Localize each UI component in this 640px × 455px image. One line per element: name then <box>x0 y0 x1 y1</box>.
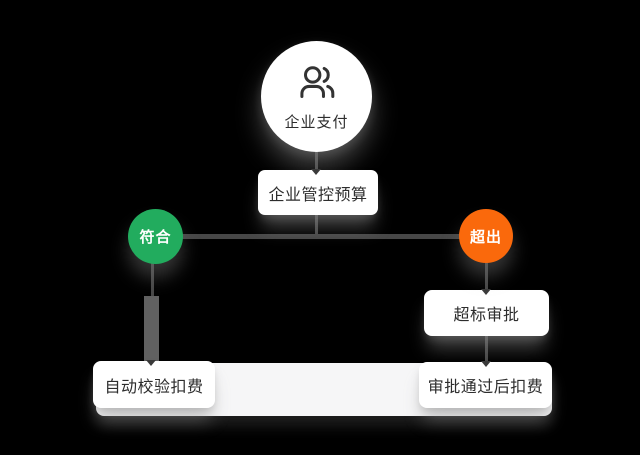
deduct-after-approval-node: 审批通过后扣费 <box>419 362 552 408</box>
over-limit-approval-label: 超标审批 <box>453 307 520 324</box>
connector-compliant-thin <box>151 262 154 296</box>
arrowhead-left-step <box>146 360 156 366</box>
auto-deduct-node: 自动校验扣费 <box>93 361 215 408</box>
root-node-enterprise-payment: 企业支付 <box>261 41 372 152</box>
condition-exceeded-label: 超出 <box>469 228 502 246</box>
branch-horizontal-line <box>154 234 488 239</box>
connector-root-to-budget <box>315 147 318 172</box>
connector-budget-to-branch <box>315 215 318 236</box>
condition-node-compliant: 符合 <box>128 209 183 264</box>
condition-compliant-label: 符合 <box>139 229 172 246</box>
arrowhead-right-step <box>481 361 491 367</box>
condition-node-exceeded: 超出 <box>459 209 513 263</box>
root-node-label: 企业支付 <box>284 113 349 131</box>
budget-node: 企业管控预算 <box>258 170 378 215</box>
arrowhead-approval <box>481 289 491 295</box>
budget-node-label: 企业管控预算 <box>268 186 368 204</box>
connector-approval-to-deduct <box>485 336 488 362</box>
auto-deduct-label: 自动校验扣费 <box>104 378 204 396</box>
over-limit-approval-node: 超标审批 <box>424 290 549 336</box>
connector-compliant-thick <box>144 296 159 362</box>
connector-exceeded-to-approval <box>485 261 488 290</box>
team-icon <box>299 65 334 98</box>
deduct-after-approval-label: 审批通过后扣费 <box>427 379 544 396</box>
arrowhead-budget <box>311 169 321 175</box>
